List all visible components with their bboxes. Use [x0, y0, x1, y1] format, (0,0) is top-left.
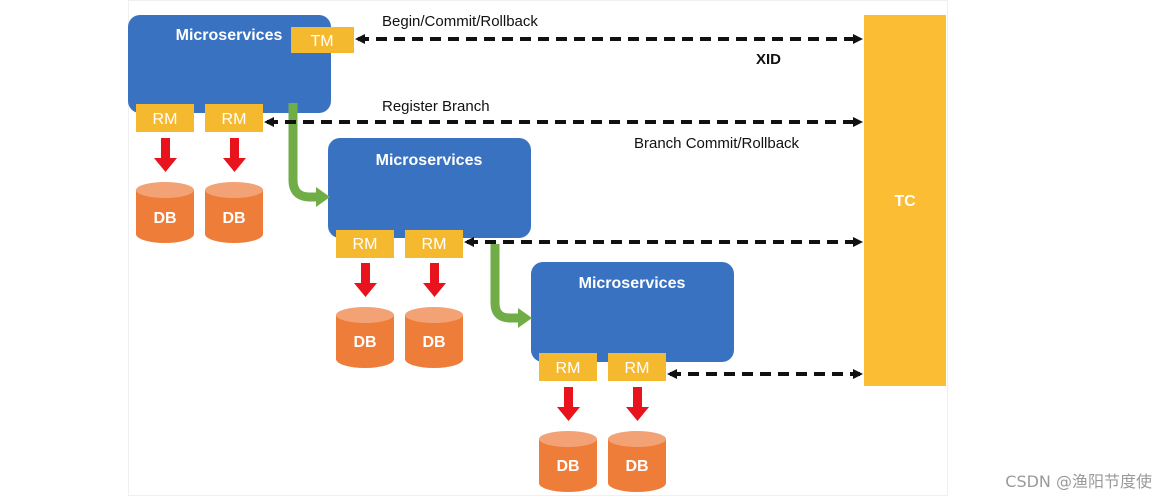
- db-3a: DB: [539, 431, 597, 492]
- green-arrows: [288, 103, 520, 323]
- db-3b: DB: [608, 431, 666, 492]
- red-arrow-3a: [557, 387, 580, 421]
- rm-1b-label: RM: [222, 111, 247, 128]
- tc-label: TC: [894, 193, 916, 210]
- db-2a: DB: [336, 307, 394, 368]
- rm-1b: [205, 104, 263, 132]
- branch-commit-rollback-label: Branch Commit/Rollback: [634, 135, 800, 152]
- rm-3b-label: RM: [625, 360, 650, 377]
- microservice-2-label: Microservices: [376, 152, 483, 169]
- watermark: CSDN @渔阳节度使: [1005, 472, 1152, 491]
- rm-2b: [405, 230, 463, 258]
- rm-3b: [608, 353, 666, 381]
- rm-1a-label: RM: [153, 111, 178, 128]
- rm-3a: [539, 353, 597, 381]
- red-arrows: [154, 138, 649, 421]
- db-1b: DB: [205, 182, 263, 243]
- microservice-3: [531, 262, 734, 362]
- xid-label: XID: [756, 51, 781, 68]
- tc-bar: [864, 15, 946, 386]
- tm-label: TM: [310, 33, 333, 50]
- red-arrow-2b: [423, 263, 446, 297]
- db-2a-label: DB: [353, 334, 376, 351]
- microservice-2: [328, 138, 531, 238]
- rm-3a-label: RM: [556, 360, 581, 377]
- db-3b-label: DB: [625, 458, 648, 475]
- red-arrow-2a: [354, 263, 377, 297]
- rm-1a: [136, 104, 194, 132]
- microservice-1: [128, 15, 331, 113]
- red-arrow-1a: [154, 138, 177, 172]
- rm-2b-label: RM: [422, 236, 447, 253]
- green-arrowhead-2: [518, 308, 532, 328]
- green-arrow-1: [288, 103, 318, 202]
- green-arrowhead-1: [316, 187, 330, 207]
- db-1b-label: DB: [222, 210, 245, 227]
- green-arrow-2: [490, 244, 520, 323]
- red-arrow-3b: [626, 387, 649, 421]
- db-2b: DB: [405, 307, 463, 368]
- microservice-1-label: Microservices: [176, 27, 283, 44]
- dashed-arrows: [264, 34, 863, 379]
- red-arrow-1b: [223, 138, 246, 172]
- db-1a: DB: [136, 182, 194, 243]
- begin-commit-rollback-label: Begin/Commit/Rollback: [382, 13, 538, 30]
- rm-2a-label: RM: [353, 236, 378, 253]
- rm-2a: [336, 230, 394, 258]
- microservice-3-label: Microservices: [579, 275, 686, 292]
- db-1a-label: DB: [153, 210, 176, 227]
- tm-box: [291, 27, 354, 53]
- db-3a-label: DB: [556, 458, 579, 475]
- db-2b-label: DB: [422, 334, 445, 351]
- register-branch-label: Register Branch: [382, 98, 490, 115]
